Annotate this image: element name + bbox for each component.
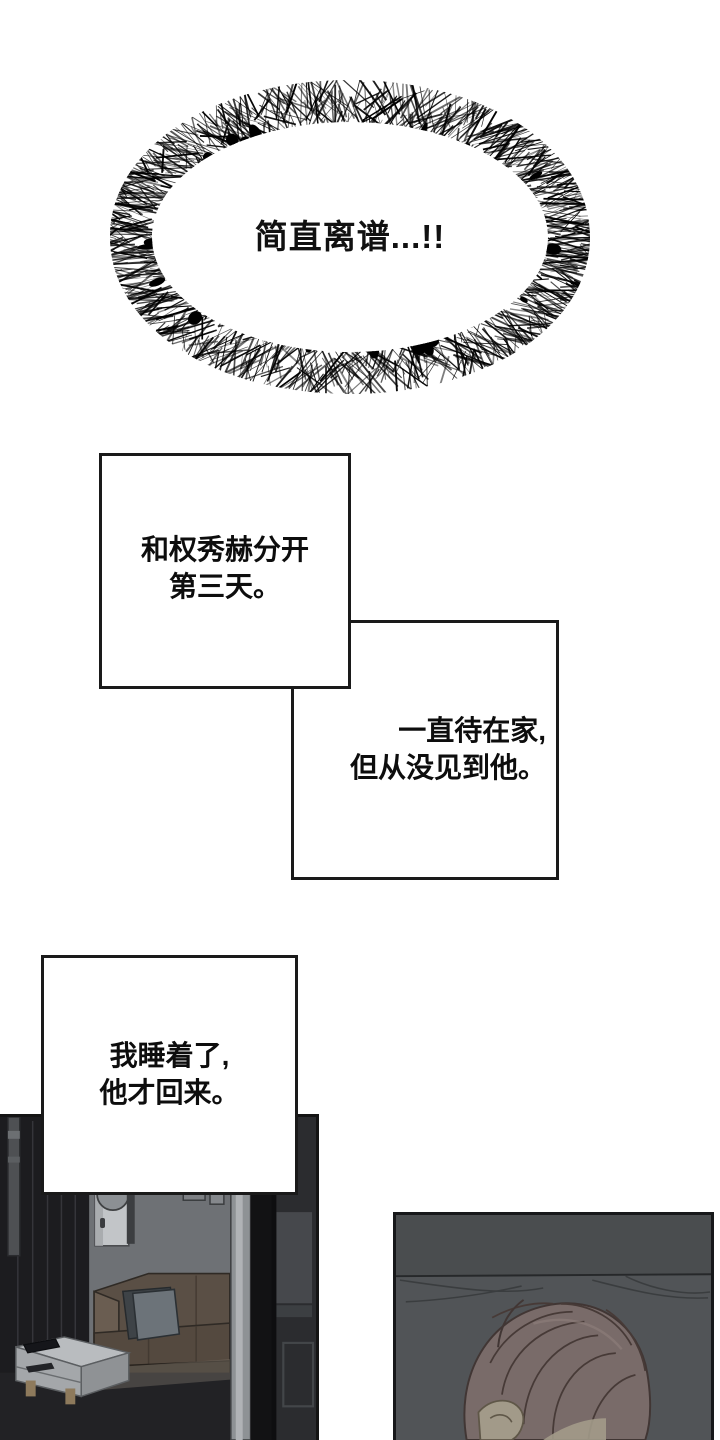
panel-bedroom — [393, 1212, 714, 1440]
narration-box-1-text: 和权秀赫分开 第三天。 — [141, 532, 309, 606]
narration-box-1: 和权秀赫分开 第三天。 — [99, 453, 351, 689]
narration-line: 我睡着了, — [109, 1040, 230, 1072]
narration-box-2-text: 一直待在家, 但从没见到他。 — [350, 713, 546, 787]
shout-balloon-text: 简直离谱...!! — [254, 218, 446, 256]
narration-line: 和权秀赫分开 — [140, 534, 309, 566]
narration-line: 他才回来。 — [99, 1077, 240, 1108]
sleeping-person-artwork — [396, 1215, 711, 1440]
narration-line: 但从没见到他。 — [349, 752, 546, 783]
narration-box-3-text: 我睡着了, 他才回来。 — [99, 1038, 239, 1112]
shout-balloon: 简直离谱...!! — [108, 78, 592, 396]
narration-box-2: 一直待在家, 但从没见到他。 — [291, 620, 559, 880]
narration-line: 第三天。 — [168, 571, 281, 602]
narration-box-3: 我睡着了, 他才回来。 — [41, 955, 298, 1195]
narration-line: 一直待在家, — [398, 715, 546, 747]
shout-balloon-shape — [110, 80, 590, 394]
